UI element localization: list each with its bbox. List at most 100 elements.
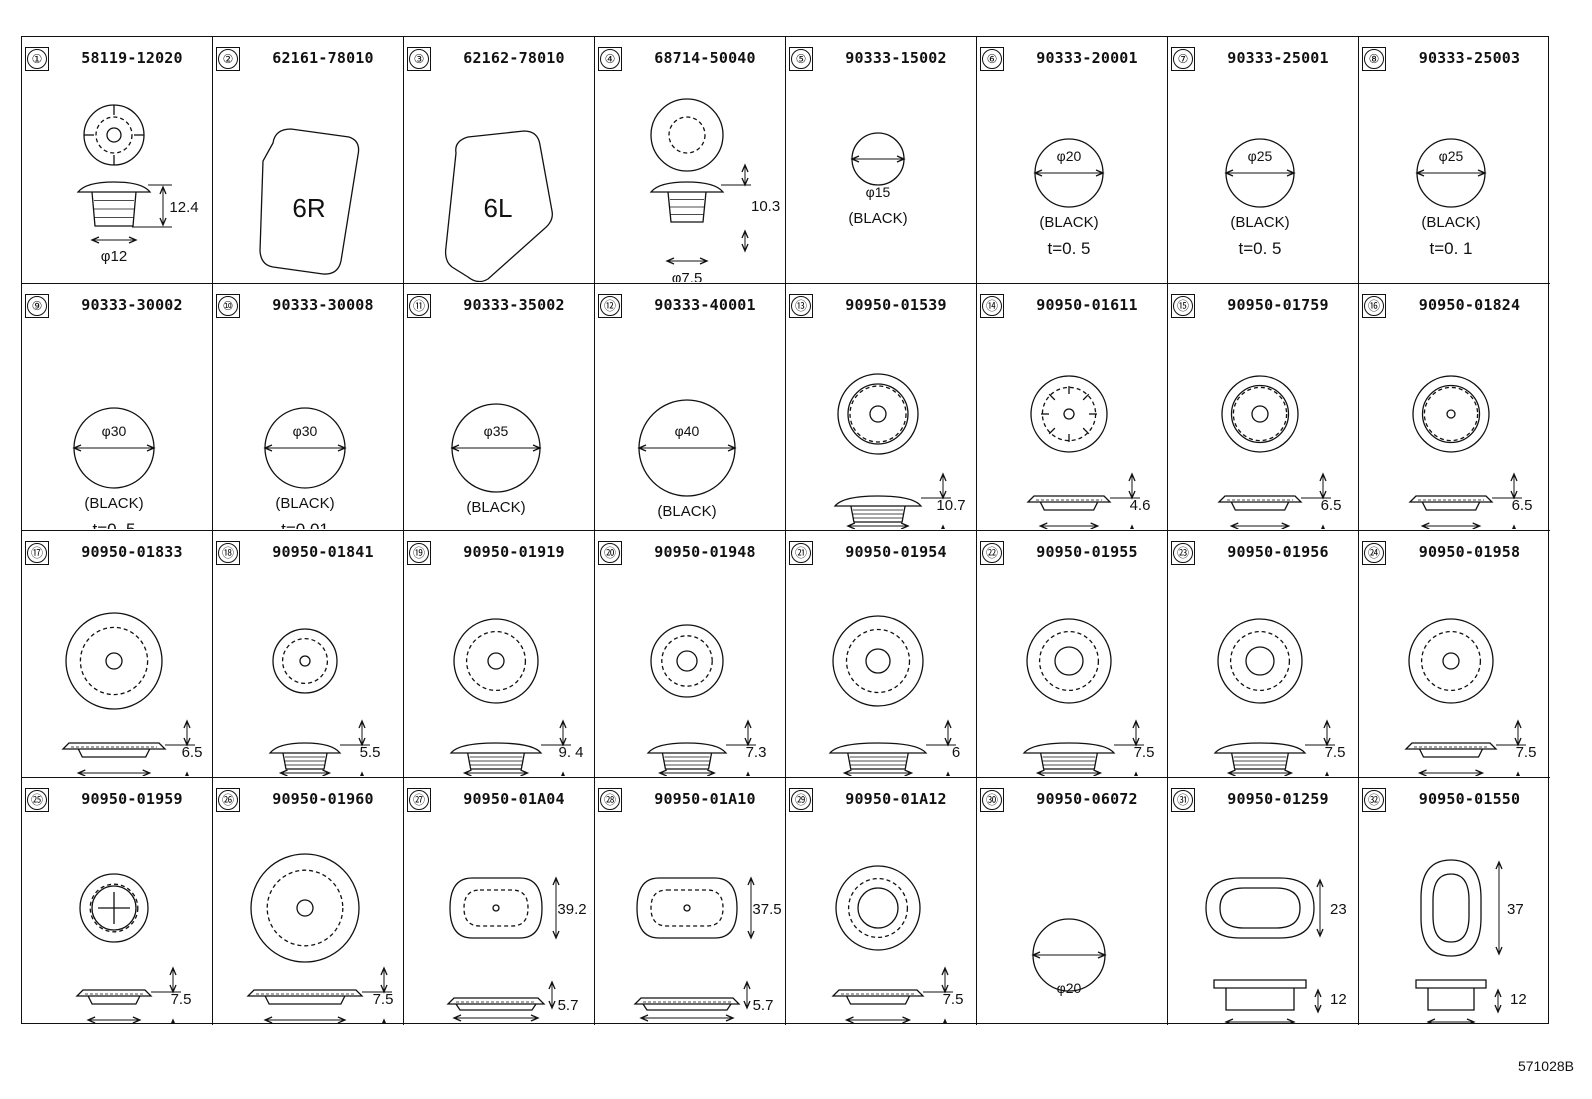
grommet-flange (633, 997, 741, 1005)
arrow-head (725, 1014, 735, 1022)
grommet-outer-circle (650, 624, 724, 698)
part-illustration: 39.25.750.9 (446, 876, 587, 1022)
center-hole (1251, 405, 1269, 423)
item-number-box: ⑰ (25, 541, 49, 565)
item-number: ① (27, 49, 47, 69)
arrow-head (128, 236, 138, 244)
oval-grommet-outline (1420, 859, 1482, 957)
grommet-body (455, 1003, 537, 1011)
item-number-box: ③ (407, 47, 431, 71)
center-hole (487, 652, 505, 670)
arrow-head (1134, 771, 1138, 776)
center-hole (492, 904, 500, 912)
arrow-head (278, 769, 288, 776)
part-number: 90333-40001 (654, 296, 756, 314)
grommet-body (264, 995, 346, 1005)
grommet-inner-circle (266, 869, 344, 947)
dimension-label: 6.5 (182, 744, 203, 761)
arrow-head (548, 980, 556, 990)
plug-body (850, 505, 906, 523)
plug-flange (833, 495, 923, 507)
oval-grommet-inner (650, 889, 724, 927)
item-number: ⑬ (791, 296, 811, 316)
part-number: 90950-01611 (1036, 296, 1138, 314)
oval-grommet-inner (1432, 873, 1470, 943)
arrow-head (146, 444, 156, 452)
arrow-head (741, 229, 749, 239)
color-label: (BLACK) (1230, 214, 1289, 231)
grommet-rim-circle (1230, 384, 1290, 444)
item-number: ㉖ (218, 790, 238, 810)
center-hole (1245, 646, 1275, 676)
arrow-head (900, 522, 910, 529)
item-number-box: ㉕ (25, 788, 49, 812)
color-label: (BLACK) (275, 495, 334, 512)
center-hole (296, 899, 314, 917)
dimension-label: 12 (1330, 991, 1347, 1008)
part-illustration: 10.7φ17 (833, 373, 966, 529)
plug-flange (1213, 742, 1307, 754)
part-number: 90950-06072 (1036, 790, 1138, 808)
thickness-label: t=0.2 (1049, 1022, 1090, 1023)
part-illustration: 7.5φ46.5 (246, 853, 393, 1023)
part-number: 90950-01759 (1227, 296, 1329, 314)
arrow-head (1494, 988, 1502, 998)
arrow-head (1097, 951, 1107, 959)
plug-body (1040, 752, 1098, 770)
arrow-head (743, 980, 751, 990)
grommet-inner-circle (849, 385, 907, 443)
part-illustration: 10.3φ7.5 (649, 98, 780, 282)
arrow-head (1512, 524, 1516, 529)
part-number: 68714-50040 (654, 49, 756, 67)
diameter-label: φ15 (866, 184, 891, 200)
arrow-head (462, 769, 472, 776)
item-number: ⑰ (27, 543, 47, 563)
grommet-inner-circle (847, 877, 909, 939)
part-illustration: 7.5φ15.5 (1022, 618, 1155, 776)
arrow-head (707, 769, 716, 776)
part-number: 90333-30002 (81, 296, 183, 314)
part-number: 90950-01550 (1418, 790, 1521, 808)
plug-flange (1022, 742, 1116, 754)
arrow-head (380, 966, 388, 976)
arrow-head (1466, 1018, 1476, 1023)
part-illustration: 7.5φ46.5 (831, 865, 963, 1023)
dimension-label: 9. 4 (558, 744, 583, 761)
grommet-flange (1415, 979, 1487, 989)
item-number-box: ⑨ (25, 294, 49, 318)
arrow-head (744, 719, 752, 729)
arrow-head (1514, 737, 1522, 747)
dimension-label: 7.5 (1134, 744, 1155, 761)
color-label: (BLACK) (848, 210, 907, 227)
arrow-head (452, 1014, 462, 1022)
plug-flange (828, 742, 928, 754)
gear-tooth (1048, 427, 1056, 435)
arrow-head (1038, 522, 1048, 529)
arrow-head (658, 769, 667, 776)
item-number-box: ㉗ (407, 788, 431, 812)
part-number: 62161-78010 (272, 49, 374, 67)
grommet-flange (1217, 495, 1303, 503)
item-number: ⑪ (409, 296, 429, 316)
arrow-head (1132, 737, 1140, 747)
grommet-body (77, 748, 151, 758)
grommet-outer-circle (1217, 618, 1303, 704)
item-number: ⑨ (27, 296, 47, 316)
dimension-label: 37.5 (752, 901, 781, 918)
item-number-box: ⑤ (789, 47, 813, 71)
dimension-label: 4.6 (1130, 497, 1151, 514)
item-number: ⑩ (218, 296, 238, 316)
part-number: 62162-78010 (463, 49, 565, 67)
arrow-head (183, 719, 191, 729)
